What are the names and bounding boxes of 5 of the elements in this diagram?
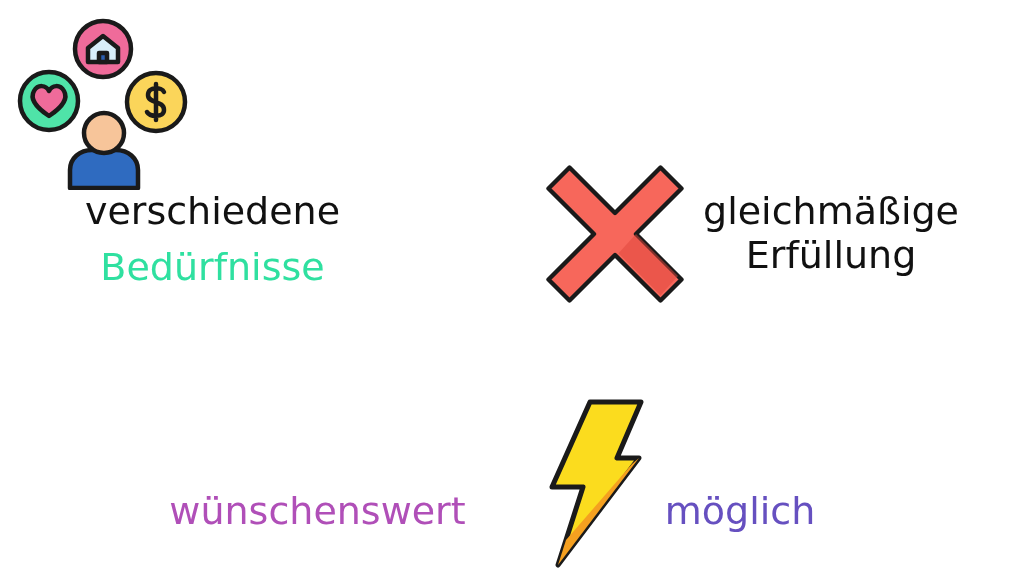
keyword-label: verschiedene — [83, 190, 342, 234]
keyword-label: Bedürfnisse — [99, 246, 326, 290]
keyword-label: möglich — [663, 490, 817, 534]
keyword-label: wünschenswert — [168, 490, 467, 534]
keyword-label: gleichmäßige Erfüllung — [702, 190, 960, 278]
